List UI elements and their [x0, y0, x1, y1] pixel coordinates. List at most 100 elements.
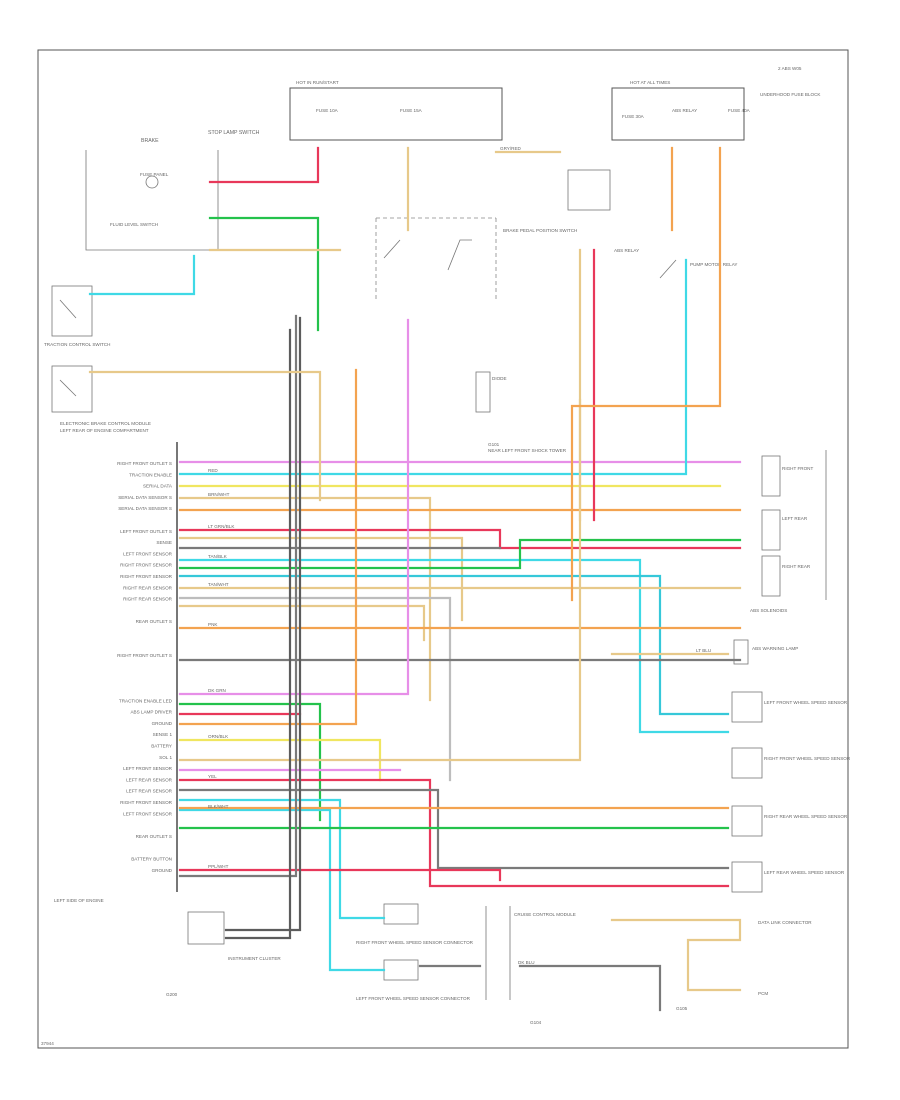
- ebcm-title: ELECTRONIC BRAKE CONTROL MODULE: [60, 421, 151, 426]
- ebcm-pin-label: RIGHT FRONT SENSOR: [120, 574, 173, 579]
- ebcm-pin-label: RIGHT FRONT SENSOR: [120, 800, 173, 805]
- ebcm-pin-label: RIGHT REAR SENSOR: [123, 597, 173, 602]
- wire-light: [178, 596, 452, 782]
- lf-wss-connector: LEFT FRONT WHEEL SPEED SENSOR CONNECTOR: [356, 996, 471, 1001]
- left-front-speed: LEFT FRONT WHEEL SPEED SENSOR: [764, 700, 848, 705]
- ebcm-pin-label: LEFT FRONT OUTLET S: [120, 529, 172, 534]
- ebcm-pin-label: SERIAL DATA SENSOR S: [118, 495, 172, 500]
- wire-red: [178, 528, 742, 550]
- hot-fuse-label: HOT IN RUN/START: [296, 80, 339, 85]
- ebcm-pin-label: SENSE: [156, 540, 172, 545]
- wire-color-label: PPL/WHT: [208, 864, 229, 869]
- ground-g-label: G101: [488, 442, 500, 447]
- wire-orange: [570, 146, 722, 602]
- ebcm-pin-label: BATTERY: [151, 744, 172, 749]
- ebcm-pin-label: GROUND: [152, 721, 173, 726]
- traction-switch-label: TRACTION CONTROL SWITCH: [44, 342, 110, 347]
- sensor-label: CRUISE CONTROL MODULE: [514, 912, 576, 917]
- wire-yellow: [178, 738, 382, 782]
- ground-note: LEFT SIDE OF ENGINE: [54, 898, 104, 903]
- fuse-b: FUSE 15A: [400, 108, 423, 113]
- diode-label: DIODE: [492, 376, 507, 381]
- wire-green: [178, 538, 742, 570]
- wire-color-label: LT BLU: [696, 648, 711, 653]
- brake-switch-label: STOP LAMP SWITCH: [208, 130, 260, 136]
- rf-wss-connector: RIGHT FRONT WHEEL SPEED SENSOR CONNECTOR: [356, 940, 474, 945]
- ebcm-pin-label: RIGHT FRONT OUTLET S: [117, 461, 172, 466]
- wire-green: [208, 216, 320, 332]
- left-upper-components: BRAKE STOP LAMP SWITCH FUSE PANEL FLUID …: [44, 130, 260, 433]
- wire-color-label: BRN/WHT: [208, 492, 230, 497]
- underdash-label: INSTRUMENT CLUSTER: [228, 956, 281, 961]
- right-rear-speed: RIGHT REAR WHEEL SPEED SENSOR: [764, 814, 848, 819]
- left-rear-solenoid: LEFT REAR: [782, 516, 808, 521]
- ground-3-label: G105: [676, 1006, 688, 1011]
- wire-color-label: DK BLU: [518, 960, 535, 965]
- wire-color-label: PNK: [208, 622, 218, 627]
- wire-black: [224, 316, 302, 932]
- wire-cyan: [178, 258, 688, 476]
- right-front-speed: RIGHT FRONT WHEEL SPEED SENSOR: [764, 756, 851, 761]
- brake-warning-label: ABS WARNING LAMP: [752, 646, 798, 651]
- solenoid-note: ABS SOLENOIDS: [750, 608, 787, 613]
- ground-2-label: G104: [530, 1020, 542, 1025]
- ebcm-pin-label: REAR OUTLET S: [136, 619, 172, 624]
- wire-cyan: [88, 254, 196, 296]
- traction-switch-mid: BRAKE PEDAL POSITION SWITCH: [503, 228, 577, 233]
- data-link-label: DATA LINK CONNECTOR: [758, 920, 812, 925]
- underhood-fuse-label: UNDERHOOD FUSE BLOCK: [760, 92, 821, 97]
- ebcm-pin-label: TRACTION ENABLE LED: [119, 698, 173, 703]
- ebcm-pin-label: SERIAL DATA: [143, 484, 173, 489]
- wire-color-label: LT GRN/BLK: [208, 524, 235, 529]
- ebcm-pin-label: LEFT FRONT SENSOR: [123, 766, 173, 771]
- ebcm-pin-label: LEFT REAR SENSOR: [126, 777, 173, 782]
- wire-color-label: BLK/WHT: [208, 804, 229, 809]
- ebcm-sub: LEFT REAR OF ENGINE COMPARTMENT: [60, 428, 149, 433]
- fuse-block-label: HOT AT ALL TIMES: [630, 80, 670, 85]
- ebcm-pin-label: LEFT REAR SENSOR: [126, 789, 173, 794]
- wire-color-label: GRY/RED: [500, 146, 522, 151]
- ebcm-connector: [176, 442, 178, 892]
- wire-green: [178, 702, 322, 822]
- ebcm-pin-label: BATTERY BUTTON: [131, 857, 172, 862]
- ground-1-label: G200: [166, 992, 178, 997]
- ebcm-pin-label: ABS LAMP DRIVER: [130, 710, 172, 715]
- fuse-panel-label: FUSE PANEL: [140, 172, 169, 177]
- abs-relay-label: ABS RELAY: [614, 248, 639, 253]
- wire-gray: [518, 964, 662, 1012]
- ebcm-pin-label: SENSE 1: [153, 732, 173, 737]
- wire-tan: [178, 496, 432, 702]
- wire-color-label: YEL: [208, 774, 217, 779]
- right-side-components: RIGHT FRONT LEFT REAR RIGHT REAR ABS SOL…: [731, 450, 851, 996]
- fuse-c: FUSE 30A: [622, 114, 645, 119]
- wire-color-label: DK GRN: [208, 688, 226, 693]
- ebcm-pin-label: RIGHT REAR SENSOR: [123, 585, 173, 590]
- wire-cyan: [178, 558, 730, 734]
- fuse-e: FUSE 40A: [728, 108, 751, 113]
- pcm-label: PCM: [758, 991, 768, 996]
- fuse-a: FUSE 10A: [316, 108, 339, 113]
- wire-tan: [88, 370, 322, 502]
- wire-gray: [178, 314, 298, 878]
- wire-orange: [178, 368, 358, 726]
- wire-cyan: [178, 808, 386, 972]
- top-fuse-boxes: HOT IN RUN/START HOT AT ALL TIMES UNDERH…: [289, 80, 821, 141]
- wire-red: [178, 868, 502, 882]
- ground-g-note: NEAR LEFT FRONT SHOCK TOWER: [488, 448, 567, 453]
- footer-code: 37944: [41, 1041, 54, 1046]
- wire-color-label: TAN/WHT: [208, 582, 229, 587]
- right-front-solenoid: RIGHT FRONT: [782, 466, 813, 471]
- wire-red: [178, 778, 730, 888]
- bottom-components: LEFT SIDE OF ENGINE INSTRUMENT CLUSTER G…: [54, 898, 688, 1025]
- ebcm-pin-label: LEFT FRONT SENSOR: [123, 551, 173, 556]
- left-rear-speed: LEFT REAR WHEEL SPEED SENSOR: [764, 870, 845, 875]
- brake-label: BRAKE: [141, 138, 159, 144]
- wire-tan: [178, 536, 464, 622]
- fluid-switch-label: FLUID LEVEL SWITCH: [110, 222, 158, 227]
- ebcm-pin-label: REAR OUTLET S: [136, 834, 172, 839]
- pump-motor-label: PUMP MOTOR RELAY: [690, 262, 737, 267]
- wire-pink: [178, 318, 410, 696]
- wire-tan: [610, 918, 742, 992]
